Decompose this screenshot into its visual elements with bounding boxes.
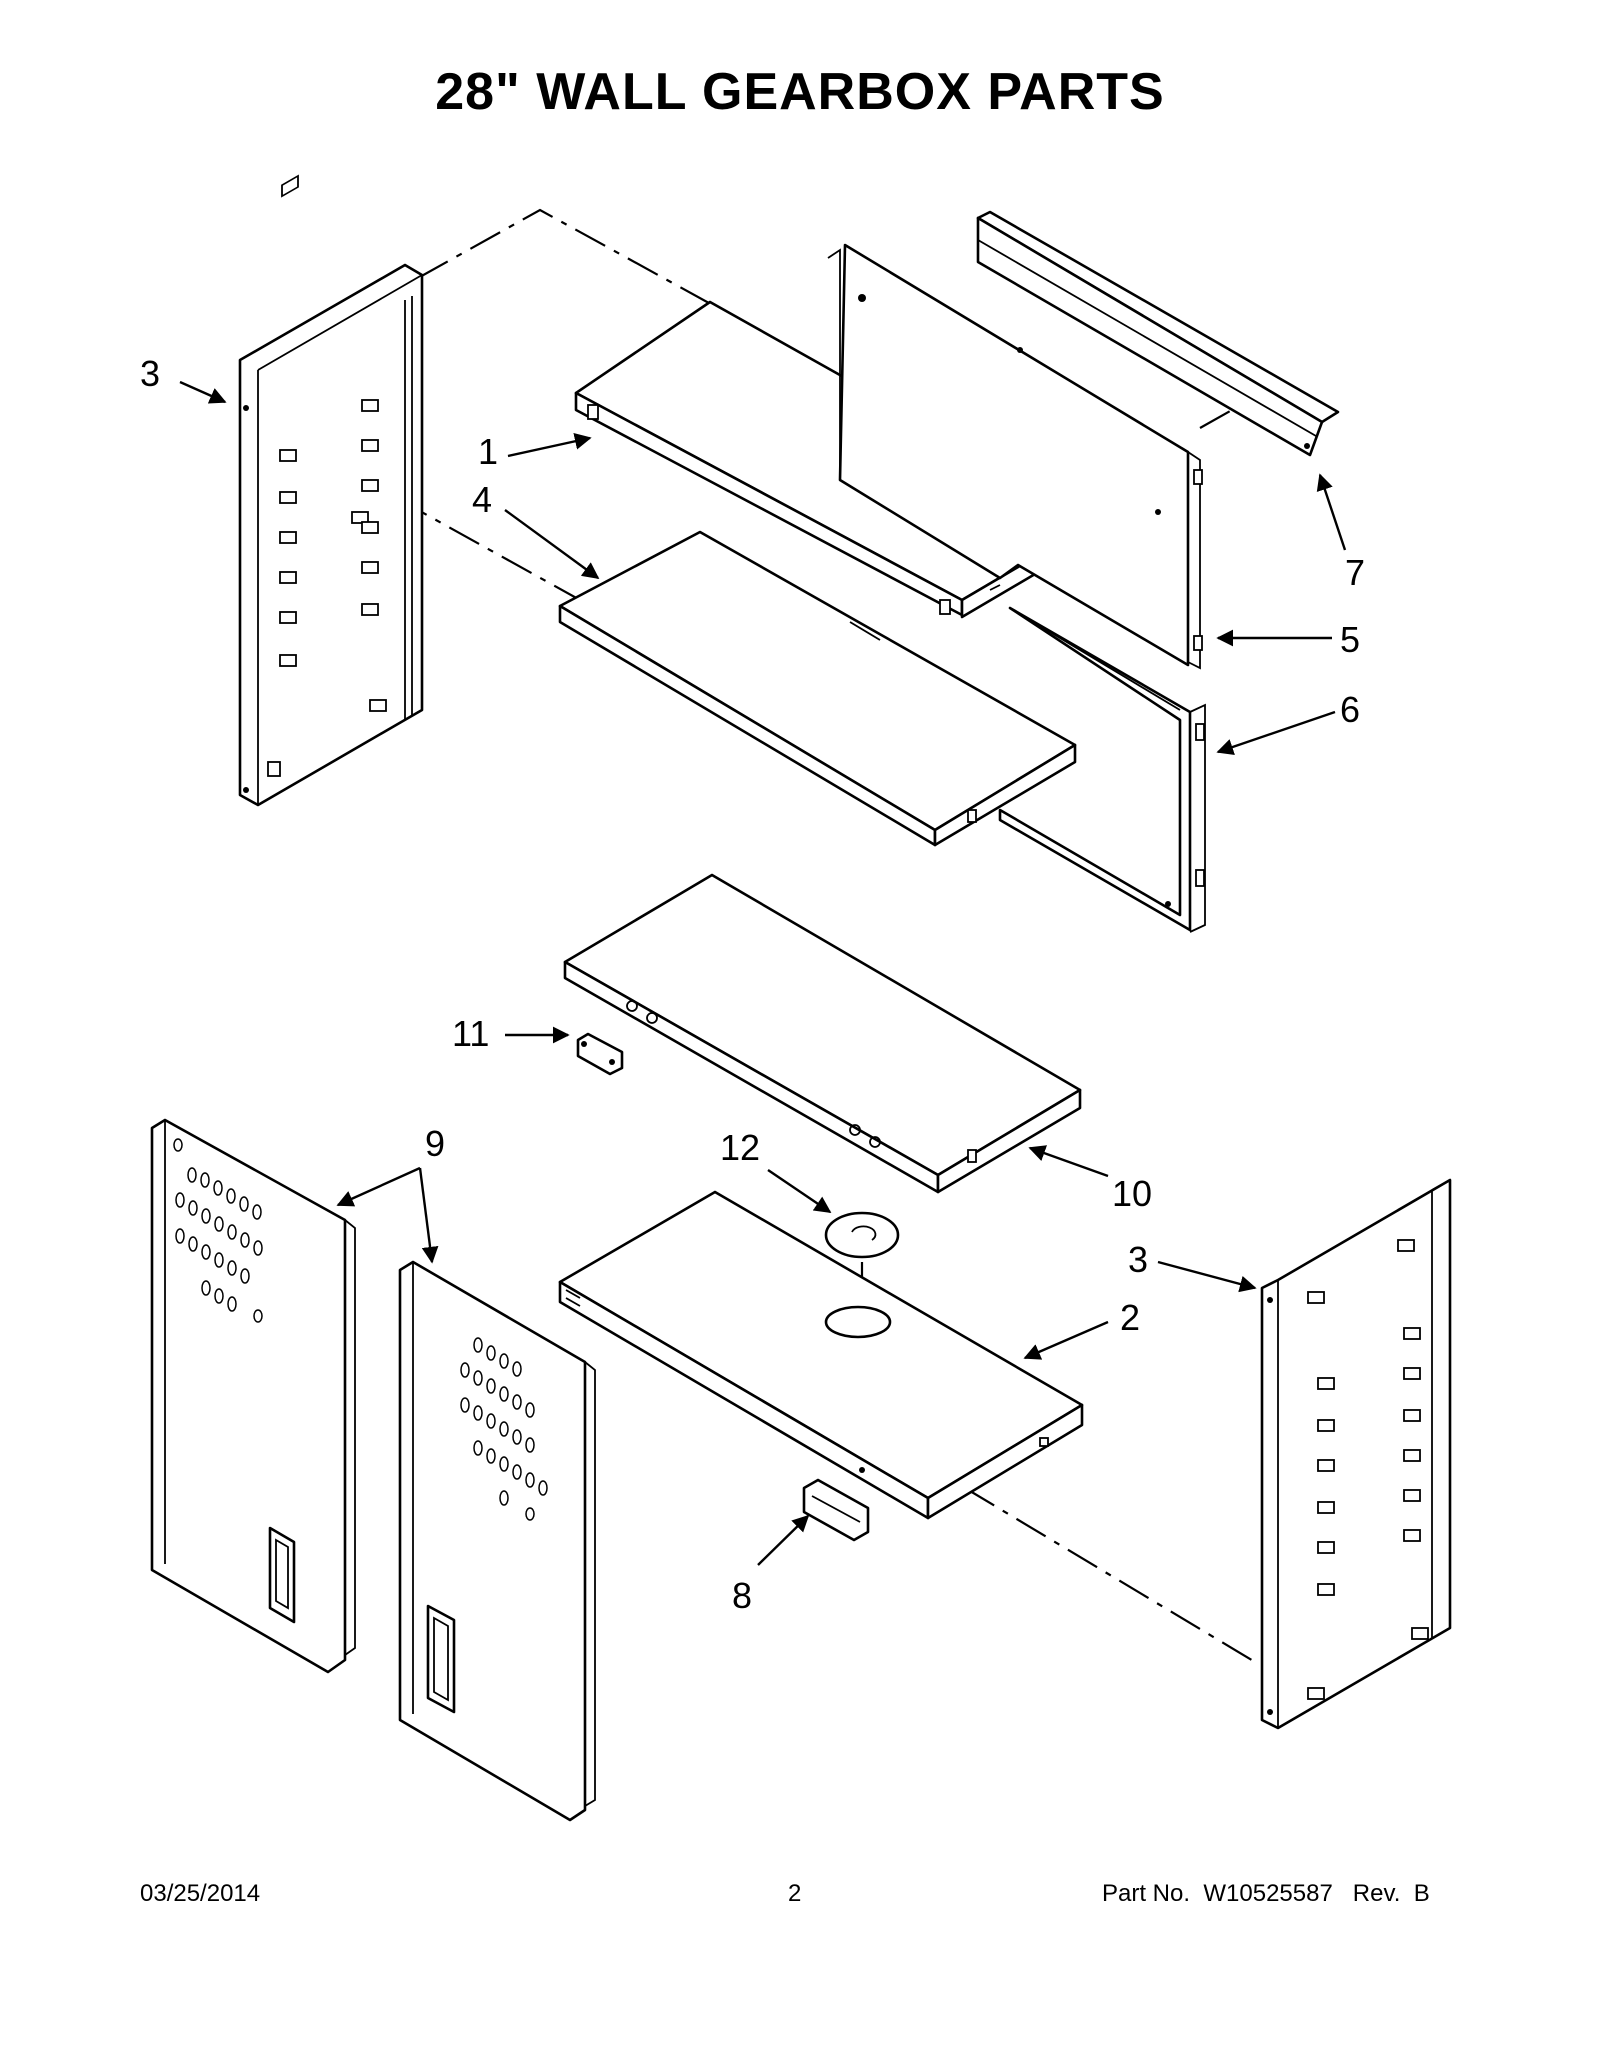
callout-12: 12 xyxy=(720,1127,760,1168)
callout-9: 9 xyxy=(425,1123,445,1164)
shelf[interactable] xyxy=(558,530,1077,847)
callout-3-left: 3 xyxy=(140,353,160,394)
grommet[interactable] xyxy=(824,1211,900,1259)
side-panel-right-slots xyxy=(1307,1239,1429,1700)
callout-10: 10 xyxy=(1112,1173,1152,1214)
rear-panel-upper[interactable] xyxy=(827,243,1203,670)
side-panel-left[interactable] xyxy=(238,174,424,807)
callout-6: 6 xyxy=(1340,689,1360,730)
callout-1: 1 xyxy=(478,431,498,472)
callout-11: 11 xyxy=(452,1013,489,1054)
page-title: 28" WALL GEARBOX PARTS xyxy=(435,63,1165,121)
callout-2: 2 xyxy=(1120,1297,1140,1338)
brand-badge[interactable] xyxy=(802,1478,870,1542)
side-panel-left-slots xyxy=(267,174,387,777)
footer-date: 03/25/2014 xyxy=(140,1880,261,1907)
footer-page-number: 2 xyxy=(788,1880,802,1907)
door-right[interactable] xyxy=(398,1260,596,1822)
footer-part-number: Part No. W10525587 Rev. B xyxy=(1102,1880,1430,1907)
bottom-shelf[interactable] xyxy=(563,873,1082,1194)
side-panel-right[interactable] xyxy=(1260,1178,1452,1730)
door-left-vent xyxy=(173,1138,263,1323)
base-shelf[interactable] xyxy=(558,1190,1084,1520)
callout-8: 8 xyxy=(732,1575,752,1616)
callout-7: 7 xyxy=(1345,552,1365,593)
callout-labels: 3 1 4 7 5 6 11 9 12 10 3 2 8 xyxy=(140,353,1365,1616)
top-trim-rail[interactable] xyxy=(976,210,1340,457)
callout-4: 4 xyxy=(472,479,492,520)
callout-3-right: 3 xyxy=(1128,1239,1148,1280)
callout-5: 5 xyxy=(1340,619,1360,660)
door-right-vent xyxy=(460,1337,548,1521)
rear-panel-lower[interactable] xyxy=(998,606,1206,933)
door-left[interactable] xyxy=(150,1118,356,1674)
clip[interactable] xyxy=(576,1032,624,1076)
leader-lines xyxy=(179,380,1347,1566)
